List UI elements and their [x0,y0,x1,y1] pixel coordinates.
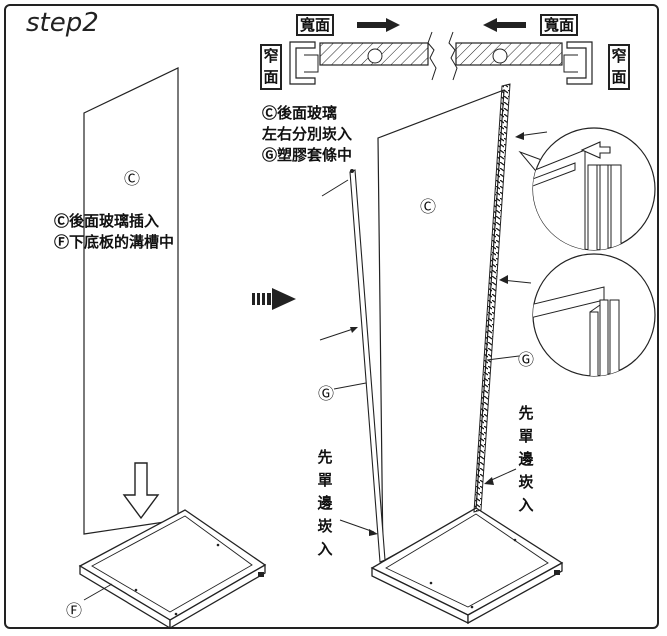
down-arrow-icon [122,462,160,520]
left-trim-strip [349,169,386,563]
left-base-label-f: Ⓕ [66,601,83,620]
left-note-line1: Ⓒ後面玻璃插入 [54,212,160,230]
right-trim-strip [473,83,511,513]
left-base-plate [78,509,267,630]
narrow-face-label-left: 窄面 [260,44,282,90]
left-note-line2: Ⓕ下底板的溝槽中 [54,233,175,251]
left-glass-panel [83,67,179,535]
left-trim-label-g: Ⓖ [318,384,335,403]
left-edge-insert-note: 先單邊崁入 [317,448,333,558]
right-trim-label-g: Ⓖ [518,350,535,369]
right-base-plate [370,507,564,625]
wide-face-label-left: 寬面 [296,14,335,36]
detail-circle-top [518,127,656,251]
dashed-right-arrow-icon [252,288,296,310]
right-edge-insert-note: 先單邊崁入 [518,404,534,514]
left-glass-label-c: Ⓒ [124,169,141,188]
step-title: step2 [26,8,99,38]
right-note-line1: Ⓒ後面玻璃 [262,104,338,122]
right-glass-panel [377,89,505,563]
diagram-frame [4,4,659,629]
glass-edge-cross-section-icon [289,18,593,85]
detail-circle-bottom [532,253,656,377]
right-note-line2: 左右分別崁入 [262,125,353,143]
narrow-face-label-right: 窄面 [608,44,630,90]
right-glass-label-c: Ⓒ [420,197,437,216]
wide-face-label-right: 寬面 [540,14,579,36]
right-note-line3: Ⓖ塑膠套條中 [262,146,353,164]
